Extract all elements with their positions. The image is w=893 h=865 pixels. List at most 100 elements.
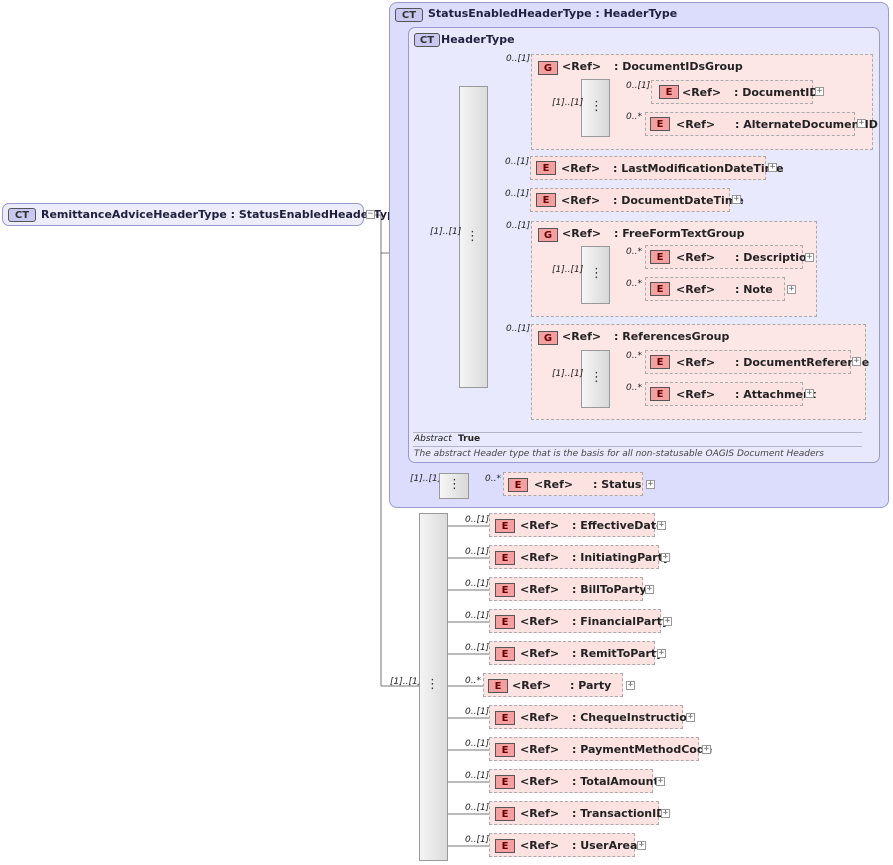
element-description[interactable]: E <Ref> : Description	[645, 245, 814, 269]
expand-icon[interactable]: +	[646, 479, 655, 489]
ref-label: <Ref>	[520, 743, 560, 756]
cardinality-label: [1]..[1]	[552, 98, 584, 108]
element-initiating-party[interactable]: E <Ref> : InitiatingParty	[489, 545, 670, 569]
element-badge-icon: E	[650, 387, 670, 401]
annotation-documentation: The abstract Header type that is the bas…	[414, 449, 824, 459]
complex-type-badge-icon: CT	[414, 33, 440, 47]
cardinality-label: 0..[1]	[465, 515, 490, 525]
expand-icon[interactable]: +	[805, 388, 814, 398]
ref-label: <Ref>	[676, 283, 716, 296]
status-sequence-compositor[interactable]	[439, 473, 469, 499]
element-name: : TotalAmount	[572, 775, 659, 788]
complex-type-badge-icon: CT	[395, 8, 423, 22]
element-transaction-id[interactable]: E <Ref> : TransactionID	[489, 801, 665, 825]
group-badge-icon: G	[538, 61, 558, 75]
element-name: : PaymentMethodCode	[572, 743, 713, 756]
element-last-modification-date-time[interactable]: E <Ref> : LastModificationDateTime	[530, 156, 784, 180]
ref-label: <Ref>	[520, 647, 560, 660]
element-remit-to-party[interactable]: E <Ref> : RemitToParty	[489, 641, 663, 665]
expand-icon[interactable]: +	[656, 776, 665, 786]
element-effective-date[interactable]: E <Ref> : EffectiveDate	[489, 513, 664, 537]
element-user-area[interactable]: E <Ref> : UserArea	[489, 833, 637, 857]
element-name: : DocumentDateTime	[613, 194, 744, 207]
element-document-reference[interactable]: E <Ref> : DocumentReference	[645, 350, 869, 374]
cardinality-label: 0..[1]	[465, 643, 490, 653]
expand-icon[interactable]: +	[657, 520, 666, 530]
expand-icon[interactable]: +	[657, 648, 666, 658]
cardinality-label: 0..[1]	[626, 81, 651, 91]
element-name: : RemitToParty	[572, 647, 664, 660]
element-alternate-document-id[interactable]: E <Ref> : AlternateDocumentID	[645, 112, 878, 136]
element-note[interactable]: E <Ref> : Note	[645, 277, 785, 301]
element-document-date-time[interactable]: E <Ref> : DocumentDateTime	[530, 188, 744, 212]
element-document-id[interactable]: E <Ref> : DocumentID	[651, 80, 819, 104]
element-bill-to-party[interactable]: E <Ref> : BillToParty	[489, 577, 647, 601]
cardinality-label: 0..[1]	[465, 803, 490, 813]
element-badge-icon: E	[495, 583, 515, 597]
element-status[interactable]: E <Ref> : Status	[503, 472, 643, 496]
element-badge-icon: E	[495, 647, 515, 661]
element-attachment[interactable]: E <Ref> : Attachment	[645, 382, 816, 406]
sequence-icon: ⋮	[590, 99, 603, 114]
sequence-icon: ⋮	[590, 266, 603, 281]
root-complex-type[interactable]: CT RemittanceAdviceHeaderType : StatusEn…	[2, 203, 402, 226]
expand-icon[interactable]: +	[852, 356, 861, 366]
annotation-key: Abstract	[414, 434, 452, 444]
expand-icon[interactable]: +	[768, 162, 777, 172]
expand-icon[interactable]: +	[815, 86, 824, 96]
cardinality-label: [1]..[1]	[410, 474, 442, 484]
element-name: : Description	[735, 251, 815, 264]
expand-icon[interactable]: +	[787, 284, 796, 294]
cardinality-label: 0..[1]	[506, 324, 531, 334]
ref-label: <Ref>	[520, 519, 560, 532]
element-financial-party[interactable]: E <Ref> : FinancialParty	[489, 609, 669, 633]
element-name: : InitiatingParty	[572, 551, 671, 564]
expand-icon[interactable]: +	[661, 552, 670, 562]
cardinality-label: 0..[1]	[506, 221, 531, 231]
expand-icon[interactable]: +	[661, 808, 670, 818]
cardinality-label: 0..[1]	[465, 771, 490, 781]
expand-icon[interactable]: +	[637, 840, 646, 850]
cardinality-label: 0..[1]	[505, 189, 530, 199]
group-badge-icon: G	[538, 228, 558, 242]
cardinality-label: [1]..[1]	[390, 677, 422, 687]
main-sequence-compositor[interactable]	[419, 513, 448, 861]
header-sequence-compositor[interactable]	[459, 86, 488, 388]
group-sequence-compositor[interactable]	[581, 79, 610, 137]
sequence-icon: ⋮	[448, 477, 461, 492]
element-badge-icon: E	[495, 615, 515, 629]
cardinality-label: 0..*	[465, 676, 481, 686]
element-badge-icon: E	[495, 743, 515, 757]
header-type-title: HeaderType	[441, 33, 515, 46]
expand-icon[interactable]: +	[805, 252, 814, 262]
element-name: : DocumentReference	[735, 356, 870, 369]
element-name: : LastModificationDateTime	[613, 162, 784, 175]
ref-label: <Ref>	[520, 615, 560, 628]
group-name: : DocumentIDsGroup	[614, 60, 743, 73]
cardinality-label: 0..*	[626, 112, 642, 122]
cardinality-label: [1]..[1]	[430, 227, 462, 237]
element-badge-icon: E	[508, 478, 528, 492]
expand-icon[interactable]: +	[702, 744, 711, 754]
expand-icon[interactable]: +	[732, 194, 741, 204]
cardinality-label: 0..*	[626, 279, 642, 289]
group-sequence-compositor[interactable]	[581, 246, 610, 304]
ref-label: <Ref>	[534, 478, 574, 491]
free-form-text-group[interactable]: G <Ref> : FreeFormTextGroup	[531, 221, 817, 317]
element-cheque-instruction[interactable]: E <Ref> : ChequeInstruction	[489, 705, 695, 729]
element-party[interactable]: E <Ref> : Party	[483, 673, 623, 697]
collapse-icon[interactable]: −	[366, 209, 375, 219]
element-total-amount[interactable]: E <Ref> : TotalAmount	[489, 769, 659, 793]
element-payment-method-code[interactable]: E <Ref> : PaymentMethodCode	[489, 737, 712, 761]
expand-icon[interactable]: +	[857, 118, 866, 128]
expand-icon[interactable]: +	[663, 616, 672, 626]
cardinality-label: [1]..[1]	[552, 265, 584, 275]
element-name: : AlternateDocumentID	[735, 118, 878, 131]
expand-icon[interactable]: +	[626, 680, 635, 690]
group-sequence-compositor[interactable]	[581, 350, 610, 408]
expand-icon[interactable]: +	[645, 584, 654, 594]
cardinality-label: 0..[1]	[506, 54, 531, 64]
expand-icon[interactable]: +	[686, 712, 695, 722]
divider	[413, 446, 862, 447]
ref-label: <Ref>	[520, 775, 560, 788]
